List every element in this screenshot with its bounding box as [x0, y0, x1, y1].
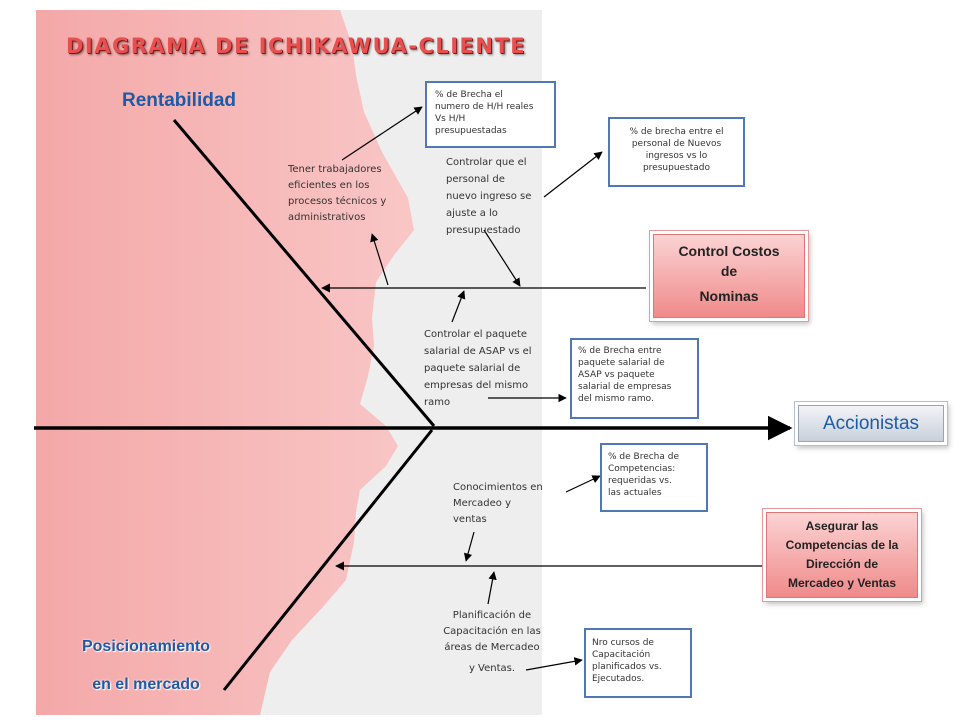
indicator-line: las actuales: [608, 488, 662, 498]
cause-paquete-salarial: Controlar el paquete salarial de ASAP vs…: [424, 326, 532, 411]
cause-line: administrativos: [288, 212, 366, 223]
indicator-paquete: % de Brecha entre paquete salarial de AS…: [570, 338, 699, 419]
cause-line: eficientes en los: [288, 180, 370, 191]
indicator-line: del mismo ramo.: [578, 394, 654, 404]
cause-line: presupuestado: [446, 225, 521, 236]
indicator-line: personal de Nuevos: [631, 139, 722, 149]
diagram-title: DIAGRAMA DE ICHIKAWUA-CLIENTE: [66, 34, 527, 58]
category-posicionamiento: Posicionamiento: [81, 638, 211, 655]
objective-line: Competencias de la: [785, 538, 899, 552]
cause-conocimientos: Conocimientos en Mercadeo y ventas: [453, 480, 543, 528]
cause-line: paquete salarial de: [424, 363, 521, 374]
objective-control-costos: Control Costos de Nominas: [653, 234, 805, 318]
cause-line: Capacitación en las: [443, 626, 541, 637]
objective-line: Dirección de: [805, 557, 879, 571]
indicator-nuevos-ingresos: % de brecha entre el personal de Nuevos …: [608, 117, 745, 187]
indicator-line: presupuestado: [642, 163, 711, 173]
category-posicionamiento-line2: en el mercado: [92, 676, 200, 693]
indicator-line: Capacitación: [592, 650, 651, 660]
indicator-line: numero de H/H reales: [435, 102, 534, 112]
arrow-to-kpi-nuevos: [543, 151, 603, 198]
bone-rentabilidad: [172, 119, 436, 427]
cause-line: Controlar que el: [446, 157, 527, 168]
indicator-line: % de Brecha de: [608, 452, 680, 462]
cause-line: ramo: [424, 397, 451, 408]
arrow-cause-nuevo-ingreso: [483, 229, 521, 287]
indicator-line: presupuestadas: [435, 126, 507, 136]
objective-line: Asegurar las: [805, 519, 879, 533]
indicator-line: planificados vs.: [592, 662, 662, 672]
arrow-cause-paquete: [451, 290, 466, 323]
cause-line: Tener trabajadores: [288, 164, 382, 175]
objective-line: Mercadeo y Ventas: [787, 576, 897, 590]
indicator-line: Nro cursos de: [592, 638, 654, 648]
objective-line: Control Costos: [678, 243, 780, 259]
cause-line: ajuste a lo: [446, 208, 498, 219]
arrow-to-kpi-hh: [341, 106, 423, 161]
bone-posicionamiento: [222, 429, 434, 691]
indicator-line: Ejecutados.: [592, 674, 645, 684]
cause-line: empresas del mismo: [424, 380, 529, 391]
arrow-cause-planificacion: [487, 571, 497, 605]
indicator-line: requeridas vs.: [608, 476, 672, 486]
indicator-line: paquete salarial de: [578, 358, 665, 368]
indicator-line: salarial de empresas: [578, 382, 672, 392]
face-silhouette: [36, 10, 414, 715]
indicator-line: ingresos vs lo: [645, 151, 708, 161]
indicator-line: Competencias:: [608, 464, 676, 474]
indicator-line: % de Brecha entre: [578, 346, 662, 356]
indicator-line: % de Brecha el: [435, 90, 503, 100]
objective-line: Nominas: [699, 288, 759, 304]
cause-nuevo-ingreso: Controlar que el personal de nuevo ingre…: [446, 154, 531, 239]
cause-line: Conocimientos en: [453, 482, 543, 493]
cause-line: procesos técnicos y: [288, 196, 387, 207]
cause-line: y Ventas.: [468, 663, 516, 674]
indicator-line: % de brecha entre el: [629, 127, 724, 137]
indicator-cursos: Nro cursos de Capacitación planificados …: [584, 628, 692, 698]
cause-line: Mercadeo y: [453, 498, 512, 509]
cause-line: personal de: [446, 174, 505, 185]
cause-line: salarial de ASAP vs el: [424, 346, 532, 357]
objective-line: de: [720, 263, 738, 279]
indicator-line: ASAP vs paquete: [578, 370, 655, 380]
cause-line: Controlar el paquete: [424, 329, 528, 340]
indicator-hh: % de Brecha el numero de H/H reales Vs H…: [425, 81, 556, 148]
cause-line: Planificación de: [452, 610, 532, 621]
arrow-to-kpi-competencias: [565, 475, 601, 493]
objective-competencias: Asegurar las Competencias de la Direcció…: [766, 512, 918, 598]
cause-line: áreas de Mercadeo: [444, 642, 540, 653]
cause-trabajadores: Tener trabajadores eficientes en los pro…: [288, 162, 386, 226]
arrow-cause-conocimientos: [463, 531, 475, 562]
arrow-cause-trabajadores: [370, 233, 389, 286]
indicator-line: Vs H/H: [435, 114, 466, 124]
cause-line: nuevo ingreso se: [446, 191, 532, 202]
category-rentabilidad: Rentabilidad: [122, 90, 237, 111]
effect-accionistas: Accionistas: [798, 405, 944, 442]
cause-line: ventas: [453, 514, 487, 525]
arrow-to-kpi-cursos: [525, 657, 583, 671]
cause-planificacion: Planificación de Capacitación en las áre…: [432, 608, 552, 677]
indicator-competencias: % de Brecha de Competencias: requeridas …: [600, 443, 708, 512]
